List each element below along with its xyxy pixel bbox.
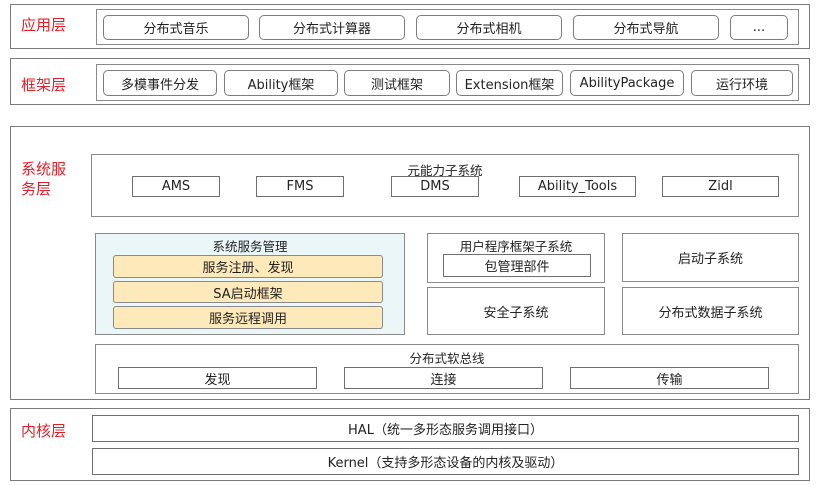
softbus-item-transport: 传输 [570,367,769,389]
distributed-softbus-title: 分布式软总线 [409,351,485,366]
framework-layer: 框架层 多模事件分发 Ability框架 测试框架 Extension框架 Ab… [10,58,810,105]
softbus-item-connection: 连接 [344,367,543,389]
softbus-item-discovery: 发现 [118,367,317,389]
system-service-management: 系统服务管理 服务注册、发现 SA启动框架 服务远程调用 [95,233,405,335]
service-item-registration-discovery: 服务注册、发现 [113,255,383,278]
system-service-management-title: 系统服务管理 [212,239,288,254]
user-program-framework-subsystem: 用户程序框架子系统 包管理部件 [427,233,605,283]
kernel-drivers: Kernel（支持多形态设备的内核及驱动） [92,448,799,475]
security-subsystem: 安全子系统 [427,287,605,335]
framework-item-event-dispatch: 多模事件分发 [103,70,217,96]
meta-ability-subsystem: 元能力子系统 AMS FMS DMS Ability_Tools Zidl [91,154,799,217]
app-item-more: ... [730,15,788,40]
app-layer-label: 应用层 [21,16,67,34]
startup-subsystem: 启动子系统 [622,233,799,282]
meta-item-ability-tools: Ability_Tools [519,176,636,197]
kernel-layer-label: 内核层 [21,422,67,440]
app-item-distributed-camera: 分布式相机 [416,15,562,40]
service-item-remote-call: 服务远程调用 [113,306,383,329]
app-item-distributed-calculator: 分布式计算器 [259,15,405,40]
system-service-layer-label-line1: 系统服 [21,160,67,178]
meta-item-ams: AMS [132,176,220,197]
framework-item-ability-framework: Ability框架 [224,70,338,96]
framework-item-test-framework: 测试框架 [344,70,450,96]
meta-item-zidl: Zidl [662,176,779,197]
app-layer-container: 分布式音乐 分布式计算器 分布式相机 分布式导航 ... [96,9,799,45]
hal-layer: HAL（统一多形态服务调用接口） [92,415,799,442]
system-service-layer-label-line2: 务层 [21,180,52,198]
distributed-data-subsystem: 分布式数据子系统 [622,287,799,335]
user-program-framework-subsystem-title: 用户程序框架子系统 [459,239,573,254]
meta-item-dms: DMS [391,176,479,197]
service-item-sa-startup-framework: SA启动框架 [113,281,383,303]
framework-item-runtime: 运行环境 [691,70,793,96]
framework-layer-container: 多模事件分发 Ability框架 测试框架 Extension框架 Abilit… [96,64,799,101]
framework-item-extension-framework: Extension框架 [456,70,563,96]
system-service-layer: 系统服 务层 元能力子系统 AMS FMS DMS Ability_Tools … [10,126,810,400]
app-layer: 应用层 分布式音乐 分布式计算器 分布式相机 分布式导航 ... [10,4,810,49]
app-item-distributed-music: 分布式音乐 [103,15,249,40]
kernel-layer: 内核层 HAL（统一多形态服务调用接口） Kernel（支持多形态设备的内核及驱… [10,408,810,481]
framework-item-ability-package: AbilityPackage [570,70,684,96]
app-item-distributed-navigation: 分布式导航 [573,15,719,40]
meta-ability-subsystem-title: 元能力子系统 [407,163,483,178]
meta-item-fms: FMS [256,176,344,197]
system-service-layer-label: 系统服 务层 [21,159,66,199]
package-management-component: 包管理部件 [443,254,591,277]
distributed-softbus: 分布式软总线 发现 连接 传输 [95,344,799,394]
framework-layer-label: 框架层 [21,76,67,94]
